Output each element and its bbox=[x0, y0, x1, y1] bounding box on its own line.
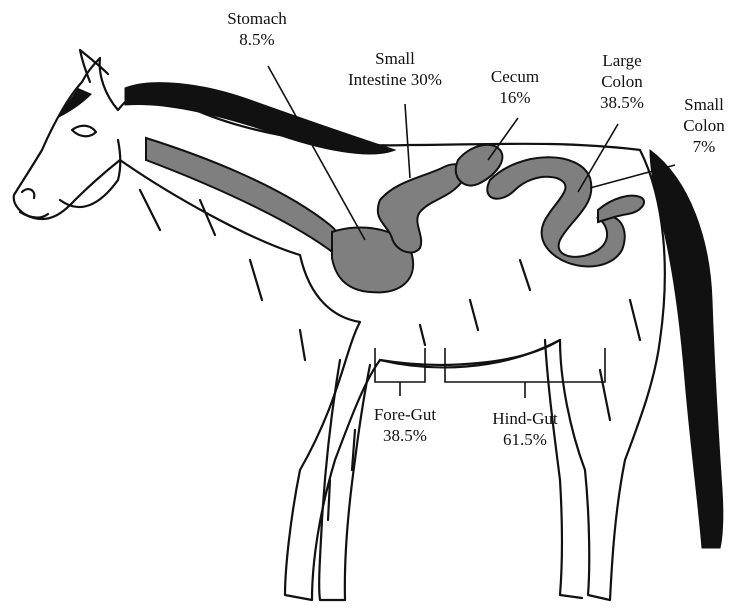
cecum-label: Cecum 16% bbox=[480, 66, 550, 108]
horse-nostril bbox=[22, 189, 34, 198]
hind-gut-percent: 61.5% bbox=[480, 429, 570, 450]
large-colon-line1: Large bbox=[588, 50, 656, 71]
stomach-label: Stomach 8.5% bbox=[212, 8, 302, 50]
esophagus bbox=[146, 138, 342, 258]
front-inner-leg bbox=[319, 360, 370, 600]
small-colon-line1: Small bbox=[672, 94, 736, 115]
small-colon-organ bbox=[598, 196, 644, 222]
horse-jaw bbox=[60, 140, 120, 207]
cecum-percent: 16% bbox=[480, 87, 550, 108]
small-intestine-line2: Intestine 30% bbox=[330, 69, 460, 90]
large-colon-line2: Colon bbox=[588, 71, 656, 92]
small-colon-percent: 7% bbox=[672, 136, 736, 157]
small-intestine-label: Small Intestine 30% bbox=[330, 48, 460, 90]
horse-mane bbox=[125, 83, 395, 154]
fore-gut-label: Fore-Gut 38.5% bbox=[360, 404, 450, 446]
stomach-percent: 8.5% bbox=[212, 29, 302, 50]
hind-gut-name: Hind-Gut bbox=[480, 408, 570, 429]
horse-forelock bbox=[58, 88, 92, 118]
hind-gut-label: Hind-Gut 61.5% bbox=[480, 408, 570, 450]
fore-gut-bracket bbox=[375, 348, 425, 396]
fore-gut-name: Fore-Gut bbox=[360, 404, 450, 425]
small-intestine-leader bbox=[405, 104, 410, 178]
large-colon-percent: 38.5% bbox=[588, 92, 656, 113]
cecum-name: Cecum bbox=[480, 66, 550, 87]
small-intestine-line1: Small bbox=[330, 48, 460, 69]
fore-gut-percent: 38.5% bbox=[360, 425, 450, 446]
horse-tail bbox=[650, 150, 723, 548]
small-colon-label: Small Colon 7% bbox=[672, 94, 736, 157]
small-colon-line2: Colon bbox=[672, 115, 736, 136]
stomach-name: Stomach bbox=[212, 8, 302, 29]
horse-eye bbox=[72, 126, 96, 137]
large-colon-label: Large Colon 38.5% bbox=[588, 50, 656, 113]
